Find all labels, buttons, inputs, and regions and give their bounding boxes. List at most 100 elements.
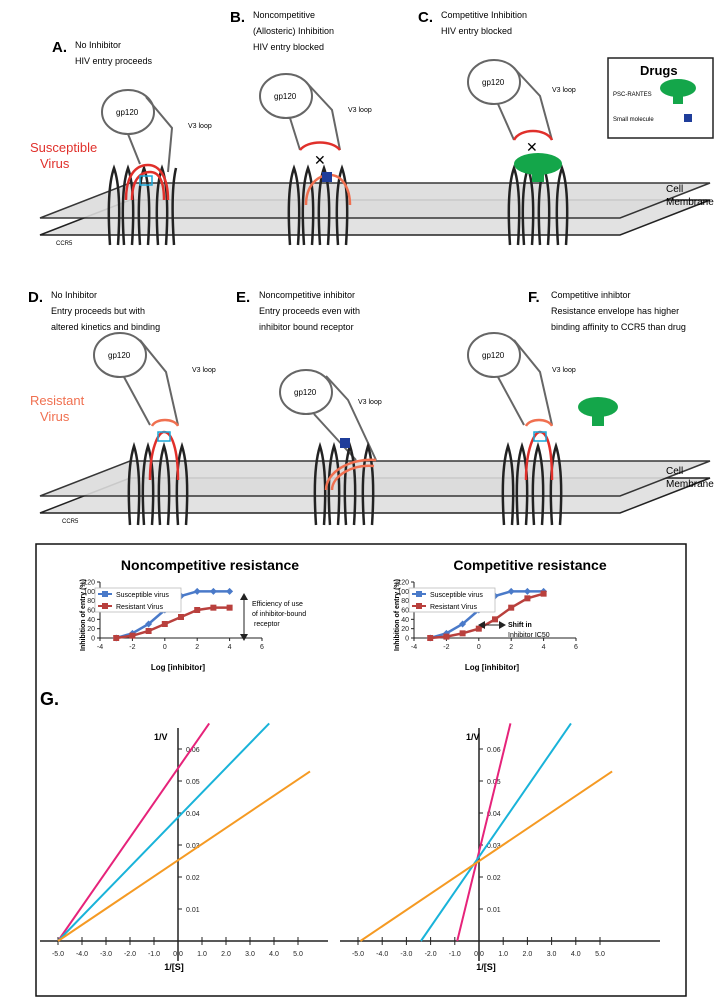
panel-c: C. Competitive Inhibition HIV entry bloc… — [418, 9, 576, 246]
chart1-ylabel: Inhibition of entry (%) — [80, 579, 87, 651]
chart2-ylabel: Inhibition of entry (%) — [394, 579, 401, 651]
panel-e-title: Noncompetitive inhibitor — [259, 290, 355, 300]
chart1-ytick-label: 120 — [83, 580, 95, 587]
cell-membrane-label-1: Cell — [666, 184, 683, 195]
svg-text:Shift in: Shift in — [508, 622, 532, 629]
chart4-ytick-label: 0.03 — [487, 843, 501, 850]
chart2-xtick-label: 4 — [542, 644, 546, 651]
gp120-shape — [101, 89, 155, 135]
chart2-series-1-point — [459, 620, 467, 628]
chart1-ytick-label: 40 — [87, 617, 95, 624]
svg-text:V3 loop: V3 loop — [348, 107, 372, 114]
panel-a-subtitle: HIV entry proceeds — [75, 56, 153, 66]
charts-box — [35, 543, 687, 997]
drugs-legend-item-1: PSC-RANTES — [613, 92, 652, 98]
drugs-legend-item-2: Small molecule — [613, 117, 654, 123]
chart3-xtick-label: -4.0 — [76, 951, 88, 958]
chart3-ylabel: 1/V — [154, 732, 168, 742]
chart3-xtick-label: 0.0 — [173, 951, 183, 958]
chart3-xtick-label: 1.0 — [197, 951, 207, 958]
svg-text:✕: ✕ — [526, 139, 538, 155]
panel-f-subtitle-2: binding affinity to CCR5 than drug — [551, 322, 686, 332]
chart4-xtick-label: -2.0 — [425, 951, 437, 958]
chart4-xtick-label: 1.0 — [498, 951, 508, 958]
svg-text:gp120: gp120 — [294, 388, 317, 397]
chart1-series-1-point — [145, 620, 153, 628]
chart2-ytick-label: 100 — [397, 589, 409, 596]
chart-competitive: Competitive resistance 020406080100120-4… — [394, 557, 607, 672]
chart2-series-2-point — [427, 635, 434, 641]
chart2-series-2-point — [540, 590, 547, 597]
chart4-xtick-label: 2.0 — [523, 951, 533, 958]
chart1-ytick-label: 20 — [87, 626, 95, 633]
chart1-xtick-label: 0 — [163, 644, 167, 651]
svg-text:Cell: Cell — [666, 466, 683, 477]
susceptible-label-2: Virus — [40, 156, 70, 171]
chart4-xtick-label: 5.0 — [595, 951, 605, 958]
panel-d-subtitle: Entry proceeds but with — [51, 306, 145, 316]
chart4-ylabel: 1/V — [466, 732, 480, 742]
svg-text:V3 loop: V3 loop — [358, 399, 382, 406]
panel-b-subtitle-2: HIV entry blocked — [253, 42, 324, 52]
chart3-xlabel: 1/[S] — [164, 962, 184, 972]
chart1-xtick-label: 2 — [195, 644, 199, 651]
chart2-xtick-label: 2 — [509, 644, 513, 651]
panel-b-subtitle: (Allosteric) Inhibition — [253, 26, 334, 36]
chart2-ytick-label: 40 — [401, 617, 409, 624]
chart2-legend-2: Resistant Virus — [430, 604, 477, 611]
svg-text:gp120: gp120 — [274, 92, 297, 101]
chart3-xtick-label: 3.0 — [245, 951, 255, 958]
chart1-series-2-point — [194, 607, 201, 613]
chart1-legend-1: Susceptible virus — [116, 592, 169, 599]
panel-b-title: Noncompetitive — [253, 10, 315, 20]
panel-c-title: Competitive Inhibition — [441, 10, 527, 20]
chart2-xtick-label: -2 — [443, 644, 449, 651]
chart2-xtick-label: -4 — [411, 644, 417, 651]
chart1-series-2-point — [113, 635, 120, 641]
svg-text:gp120: gp120 — [108, 351, 131, 360]
panel-d: D. No Inhibitor Entry proceeds but with … — [28, 289, 216, 526]
svg-text:Inhibitor IC50: Inhibitor IC50 — [508, 632, 550, 639]
panel-e: E. Noncompetitive inhibitor Entry procee… — [236, 289, 382, 526]
mid-membrane — [39, 460, 711, 514]
chart2-title: Competitive resistance — [453, 557, 606, 573]
chart1-series-2-point — [226, 604, 233, 611]
chart4-series-3-line — [359, 770, 613, 942]
chart3-xtick-label: -3.0 — [100, 951, 112, 958]
chart4-xtick-label: 3.0 — [547, 951, 557, 958]
panel-f-subtitle: Resistance envelope has higher — [551, 306, 679, 316]
chart4-xtick-label: 0.0 — [474, 951, 484, 958]
chart2-legend-1: Susceptible virus — [430, 592, 483, 599]
panel-e-letter: E. — [236, 289, 250, 306]
svg-text:Membrane: Membrane — [666, 479, 714, 490]
panel-b: B. Noncompetitive (Allosteric) Inhibitio… — [230, 9, 372, 246]
chart4-xtick-label: -1.0 — [449, 951, 461, 958]
chart2-ytick-label: 20 — [401, 626, 409, 633]
chart2-series-2-point — [524, 595, 531, 602]
chart3-ytick-label: 0.04 — [186, 811, 200, 818]
chart2-series-2-point — [475, 625, 482, 632]
gp120-label: gp120 — [116, 108, 139, 117]
chart3-ytick-label: 0.05 — [186, 779, 200, 786]
chart2-ytick-label: 0 — [405, 636, 409, 643]
chart3-xtick-label: -2.0 — [124, 951, 136, 958]
panel-b-letter: B. — [230, 9, 245, 26]
chart1-series-1-point — [226, 587, 234, 595]
panel-a-letter: A. — [52, 39, 67, 56]
svg-text:V3 loop: V3 loop — [552, 367, 576, 374]
chart4-series-2-line — [420, 722, 572, 942]
drugs-legend: Drugs PSC-RANTES Small molecule — [607, 57, 714, 139]
chart3-ytick-label: 0.03 — [186, 843, 200, 850]
ccr5-label: CCR5 — [56, 241, 73, 247]
chart1-legend-2: Resistant Virus — [116, 604, 163, 611]
chart1-xtick-label: 4 — [228, 644, 232, 651]
panel-e-subtitle-2: inhibitor bound receptor — [259, 322, 354, 332]
svg-text:receptor: receptor — [254, 621, 280, 628]
chart1-ytick-label: 0 — [91, 636, 95, 643]
cell-membrane-label-2: Membrane — [666, 197, 714, 208]
chart4-series-1-line — [456, 723, 512, 942]
panel-c-subtitle: HIV entry blocked — [441, 26, 512, 36]
